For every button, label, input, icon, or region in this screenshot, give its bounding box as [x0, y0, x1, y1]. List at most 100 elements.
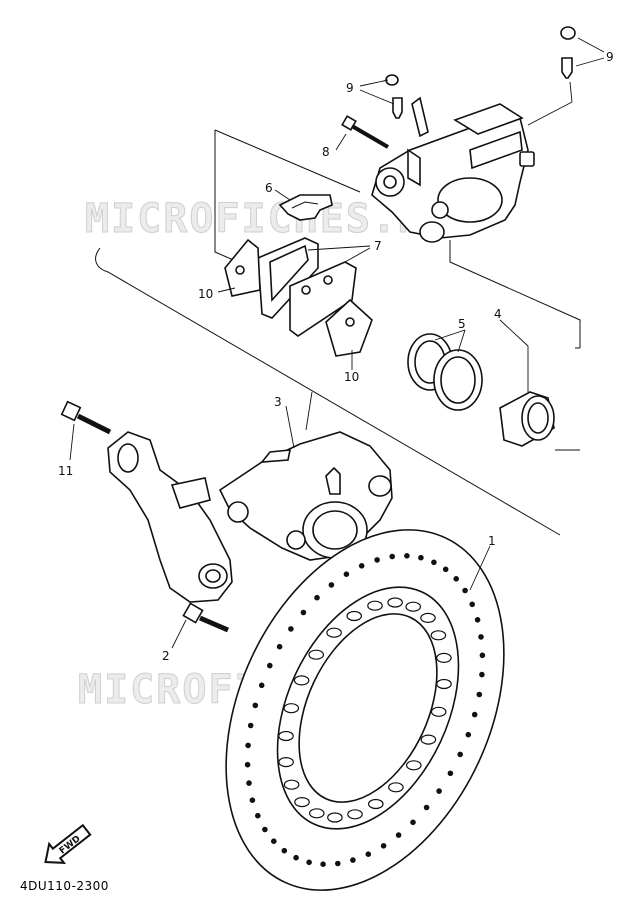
- disc-slot: [283, 779, 300, 790]
- disc-drill-hole: [453, 575, 460, 582]
- callout-4: 4: [494, 307, 502, 321]
- disc-drill-hole: [436, 788, 442, 794]
- disc-drill-hole: [246, 780, 252, 786]
- callout-labels: 1 2 3 4 5 6 7 8 9 9 10 10 11: [58, 50, 614, 663]
- disc-drill-hole: [270, 838, 277, 845]
- disc-drill-hole: [431, 559, 437, 566]
- disc-drill-hole: [320, 861, 326, 868]
- disc-slot: [346, 610, 362, 622]
- leader-lines: [69, 37, 605, 649]
- disc-slot: [367, 600, 383, 611]
- disc-slot: [283, 703, 300, 714]
- disc-drill-hole: [374, 557, 380, 563]
- disc-drill-hole: [476, 691, 483, 698]
- callout-9-right: 9: [606, 50, 614, 64]
- disc-drill-hole: [343, 571, 350, 578]
- upper-bleed-valve: [385, 26, 576, 138]
- pad-shims-10: [224, 238, 373, 357]
- callout-5: 5: [458, 317, 466, 331]
- disc-drill-hole: [252, 702, 259, 709]
- disc-drill-hole: [442, 566, 449, 573]
- disc-drill-hole: [266, 662, 273, 669]
- disc-drill-hole: [474, 616, 481, 623]
- callout-1: 1: [488, 534, 496, 548]
- disc-drill-hole: [254, 812, 261, 819]
- callout-3: 3: [274, 395, 282, 409]
- piston-seals-5: [407, 333, 483, 411]
- disc-slot: [326, 627, 342, 638]
- disc-drill-hole: [276, 643, 283, 650]
- brake-pads-7: [257, 237, 357, 337]
- disc-drill-hole: [365, 851, 372, 858]
- disc-slot: [278, 730, 294, 742]
- callout-9-left: 9: [346, 81, 354, 95]
- disc-drill-hole: [258, 682, 265, 689]
- disc-drill-hole: [293, 854, 299, 861]
- disc-drill-hole: [395, 832, 402, 838]
- disc-slot: [293, 675, 310, 686]
- disc-slot: [327, 812, 343, 823]
- callout-10-right: 10: [344, 370, 359, 384]
- disc-slot: [436, 652, 452, 664]
- disc-drill-hole: [389, 553, 396, 560]
- disc-drill-hole: [462, 587, 468, 594]
- disc-drill-hole: [380, 842, 387, 849]
- disc-slot: [388, 782, 404, 793]
- disc-drill-hole: [244, 761, 251, 768]
- disc-slot: [405, 601, 421, 612]
- disc-drill-hole: [350, 857, 356, 863]
- brake-disc: [225, 529, 505, 891]
- disc-drill-hole: [469, 601, 476, 608]
- disc-drill-hole: [457, 751, 464, 758]
- callout-2: 2: [162, 649, 170, 663]
- disc-drill-hole: [479, 671, 485, 678]
- diagram-code: 4DU110-2300: [20, 879, 109, 893]
- disc-drill-hole: [314, 594, 320, 601]
- bolt-2: [182, 602, 229, 633]
- disc-slot: [436, 678, 452, 690]
- disc-slot: [387, 597, 403, 608]
- disc-drill-hole: [410, 819, 416, 826]
- front-direction-arrow-icon: FWD: [44, 823, 92, 864]
- bolt-11: [60, 400, 112, 435]
- disc-drill-hole: [479, 652, 486, 659]
- pad-pin-bolt-8: [341, 115, 390, 149]
- disc-drill-hole: [404, 552, 410, 559]
- disc-drill-hole: [247, 722, 254, 729]
- disc-slot: [405, 760, 422, 771]
- callout-6: 6: [265, 181, 273, 195]
- disc-drill-hole: [328, 582, 335, 588]
- disc-holes: [244, 552, 486, 868]
- disc-slot: [347, 809, 363, 820]
- disc-drill-hole: [471, 711, 478, 718]
- disc-drill-hole: [245, 742, 251, 749]
- piston-4: [499, 391, 555, 447]
- disc-slot: [420, 734, 437, 745]
- disc-slot: [294, 796, 310, 808]
- callout-7: 7: [374, 239, 382, 253]
- disc-slot: [367, 798, 384, 810]
- disc-drill-hole: [418, 554, 424, 561]
- disc-drill-hole: [358, 562, 365, 569]
- disc-drill-hole: [249, 797, 256, 804]
- disc-slot: [308, 649, 324, 660]
- disc-drill-hole: [447, 770, 454, 777]
- disc-drill-hole: [334, 860, 341, 867]
- upper-caliper-body: [371, 103, 535, 243]
- disc-drill-hole: [300, 609, 307, 616]
- disc-slot: [430, 630, 447, 641]
- callout-11: 11: [58, 464, 73, 478]
- disc-drill-hole: [306, 859, 312, 866]
- callout-8: 8: [322, 145, 330, 159]
- disc-drill-hole: [423, 804, 430, 811]
- exploded-bracket-lines: [95, 129, 581, 536]
- pad-spring-6: [278, 194, 333, 221]
- disc-drill-hole: [262, 826, 268, 833]
- lower-caliper-body: [218, 431, 393, 561]
- disc-drill-hole: [288, 626, 294, 632]
- disc-slot: [308, 808, 325, 819]
- callout-10-left: 10: [198, 287, 213, 301]
- disc-drill-hole: [465, 731, 472, 738]
- disc-drill-hole: [478, 634, 484, 640]
